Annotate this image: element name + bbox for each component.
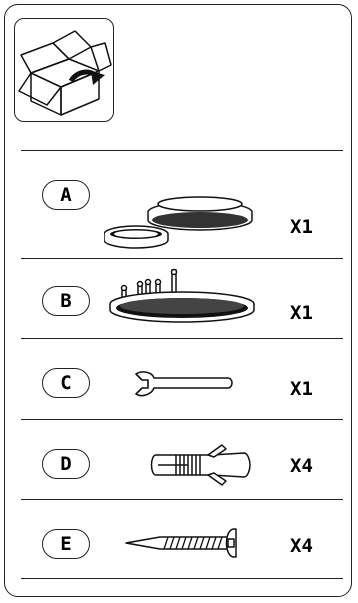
part-letter: A: [60, 184, 72, 206]
part-letter-badge: B: [42, 286, 90, 316]
part-letter: B: [60, 290, 72, 312]
two-ring-ceiling-light-icon: [104, 196, 253, 249]
part-letter-badge: A: [42, 180, 90, 210]
part-letter-badge: D: [42, 449, 90, 479]
part-row-e: E X4: [0, 509, 358, 569]
part-letter-badge: C: [42, 368, 90, 398]
part-quantity: X1: [290, 216, 313, 238]
part-quantity: X4: [290, 455, 313, 477]
wall-anchor-icon: [150, 444, 251, 486]
part-letter: D: [60, 453, 72, 475]
divider: [21, 338, 343, 339]
ring-light-fixture-icon: [109, 268, 255, 323]
part-row-c: C X1: [0, 348, 358, 408]
part-row-a: A X1: [0, 170, 358, 249]
part-letter-badge: E: [42, 529, 90, 559]
divider: [21, 578, 343, 579]
divider: [21, 419, 343, 420]
screw-icon: [125, 528, 237, 558]
part-row-d: D X4: [0, 429, 358, 489]
part-quantity: X1: [290, 378, 313, 400]
divider: [21, 150, 343, 151]
divider: [21, 499, 343, 500]
part-letter: C: [60, 372, 72, 394]
divider: [21, 258, 343, 259]
part-quantity: X1: [290, 302, 313, 324]
wrench-icon: [135, 371, 233, 397]
part-letter: E: [60, 533, 72, 555]
part-row-b: B X1: [0, 268, 358, 328]
open-box-icon: [14, 18, 114, 122]
parts-list-frame: [4, 4, 352, 597]
part-quantity: X4: [290, 535, 313, 557]
